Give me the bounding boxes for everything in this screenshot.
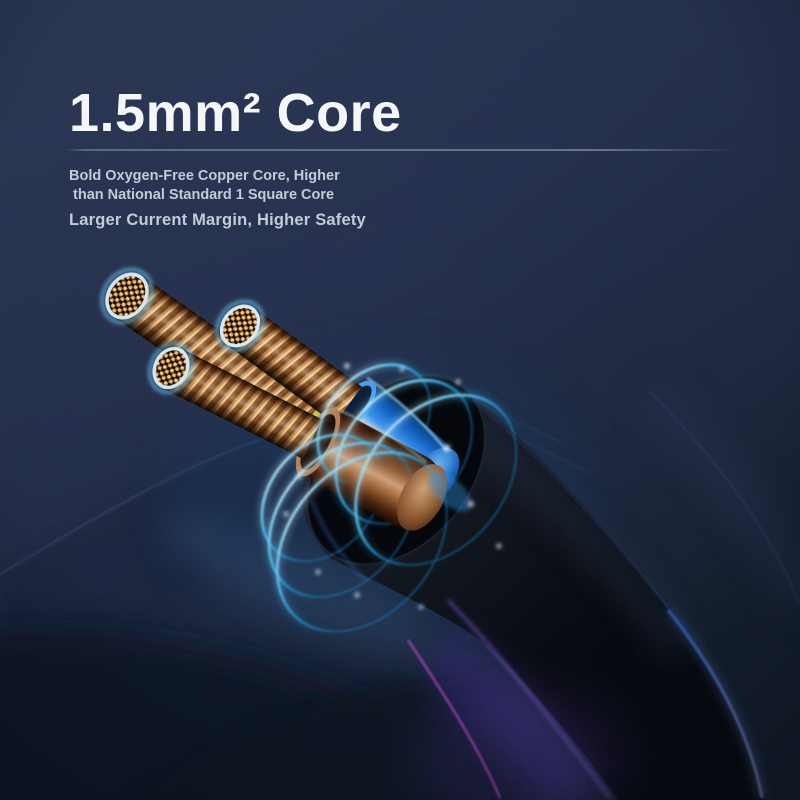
divider-line	[66, 149, 737, 151]
subheading-line-2: than National Standard 1 Square Core	[69, 187, 335, 204]
headline: 1.5mm² Core	[69, 83, 402, 143]
subheading: Bold Oxygen-Free Copper Core, Higher tha…	[69, 167, 340, 205]
subheading-line-1: Bold Oxygen-Free Copper Core, Higher	[69, 168, 340, 184]
tagline: Larger Current Margin, Higher Safety	[69, 211, 366, 229]
